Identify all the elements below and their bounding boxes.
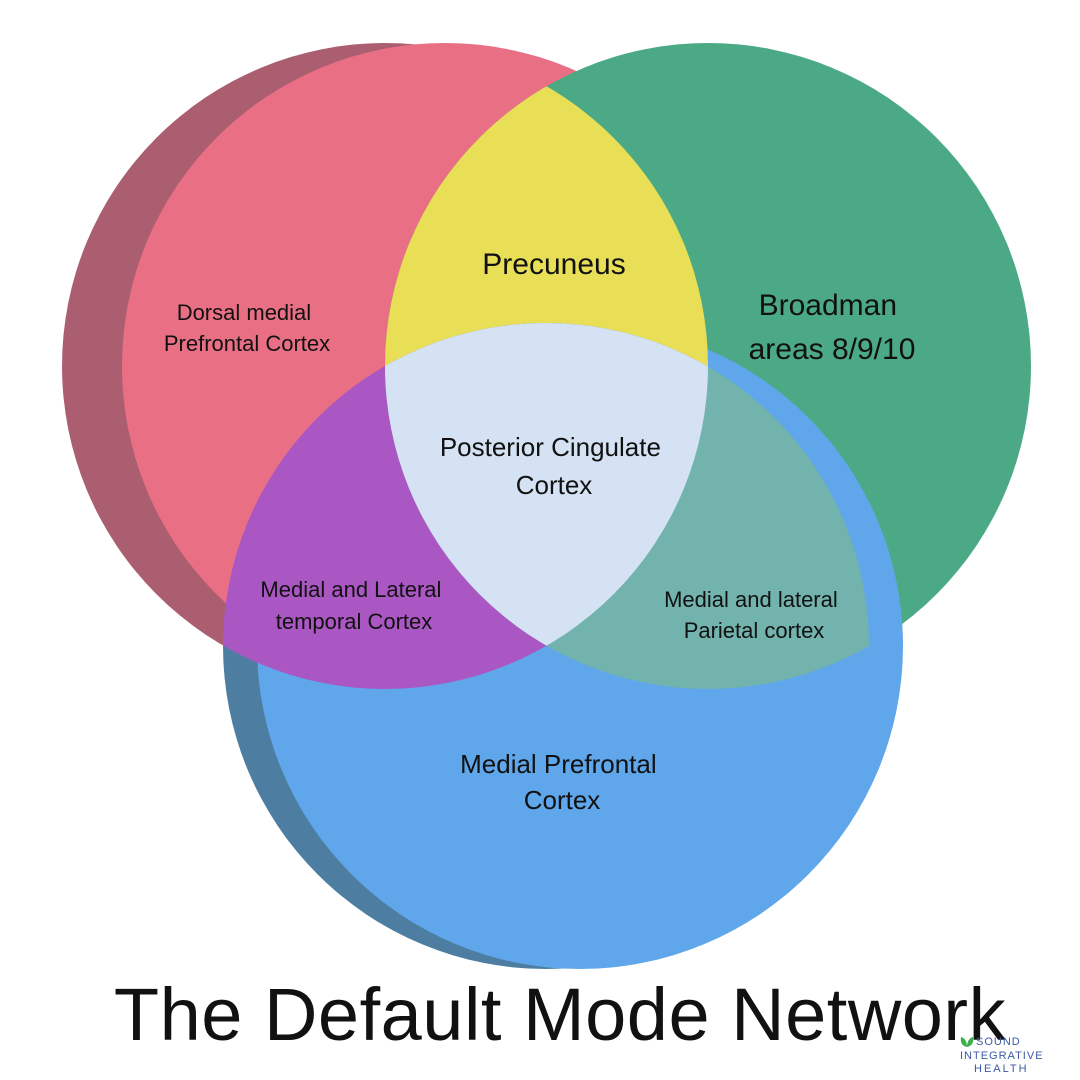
broadman-areas-label: Broadman areas 8/9/10 xyxy=(749,289,916,366)
medial-prefrontal-line-1: Medial Prefrontal xyxy=(460,749,657,779)
broadman-line-1: Broadman xyxy=(759,289,897,322)
dorsal-medial-prefrontal-label: Dorsal medial Prefrontal Cortex xyxy=(164,300,330,356)
posterior-cingulate-line-1: Posterior Cingulate xyxy=(440,432,661,462)
parietal-line-2: Parietal cortex xyxy=(684,618,825,643)
posterior-cingulate-line-2: Cortex xyxy=(516,470,593,500)
logo-line-1: SOUND xyxy=(976,1036,1021,1048)
logo-line-2: INTEGRATIVE xyxy=(960,1050,1044,1062)
parietal-cortex-label: Medial and lateral Parietal cortex xyxy=(664,587,844,643)
precuneus-label: Precuneus xyxy=(482,248,625,281)
sound-integrative-health-logo: SOUND INTEGRATIVE HEALTH xyxy=(958,1034,1058,1078)
temporal-line-2: temporal Cortex xyxy=(276,609,433,634)
diagram-title: The Default Mode Network xyxy=(113,973,1007,1056)
temporal-cortex-label: Medial and Lateral temporal Cortex xyxy=(260,577,447,634)
dorsal-medial-line-2: Prefrontal Cortex xyxy=(164,331,330,356)
medial-prefrontal-line-2: Cortex xyxy=(524,785,601,815)
leaf-icon xyxy=(960,1036,974,1050)
temporal-line-1: Medial and Lateral xyxy=(260,577,441,602)
parietal-line-1: Medial and lateral xyxy=(664,587,838,612)
posterior-cingulate-label: Posterior Cingulate Cortex xyxy=(440,432,668,500)
broadman-line-2: areas 8/9/10 xyxy=(749,333,916,366)
logo-line-3: HEALTH xyxy=(974,1063,1029,1075)
medial-prefrontal-label: Medial Prefrontal Cortex xyxy=(460,749,664,815)
dorsal-medial-line-1: Dorsal medial xyxy=(177,300,312,325)
